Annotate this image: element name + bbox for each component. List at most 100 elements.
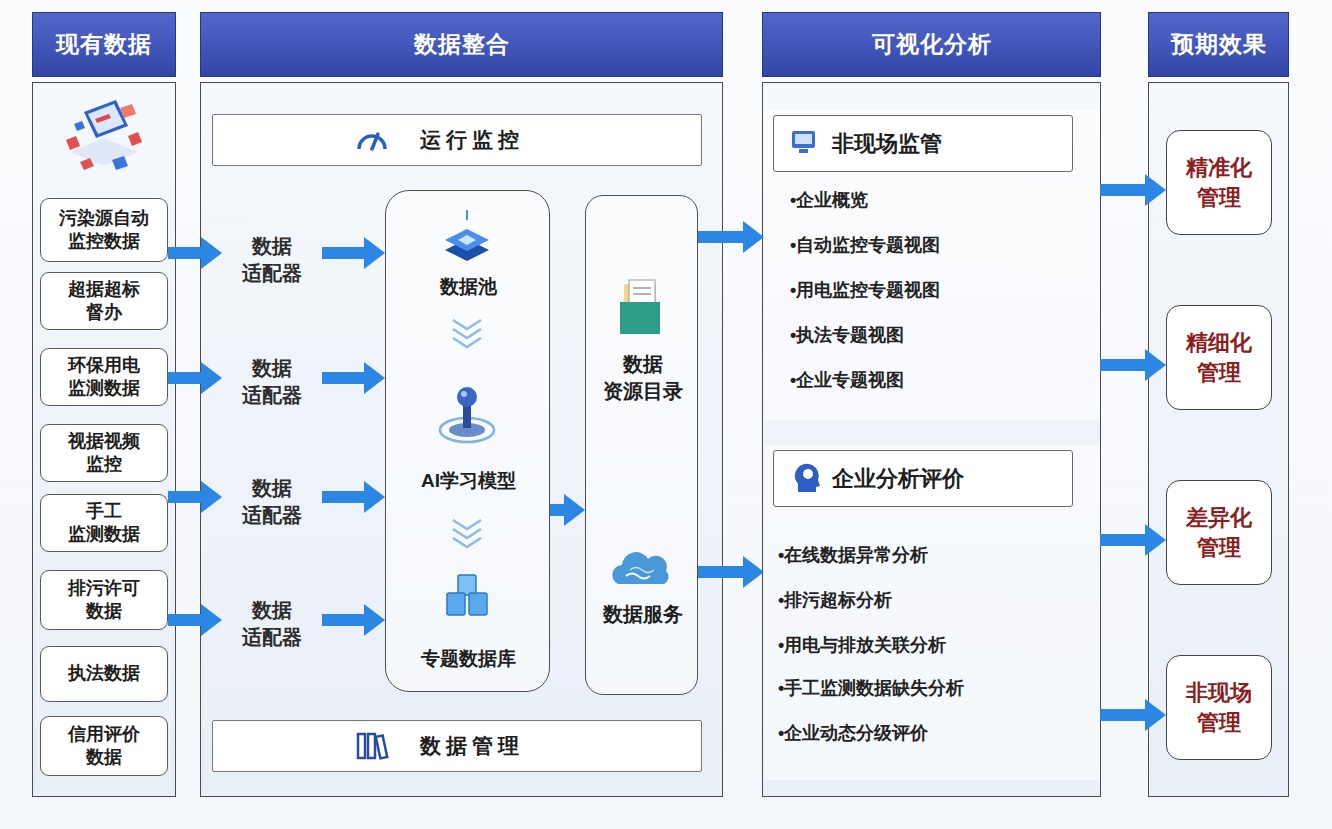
list-item: •排污超标分析 [778, 587, 1088, 613]
result-label: 精准化 管理 [1186, 153, 1252, 212]
doc-line [633, 293, 651, 295]
result-label: 非现场 管理 [1186, 678, 1252, 737]
source-label: 环保用电 监测数据 [68, 354, 140, 401]
stack-layer [445, 239, 489, 261]
cube [469, 593, 487, 615]
joystick-knob [457, 387, 477, 407]
adapter-node: 数据 适配器 [222, 470, 322, 534]
stack-icon [445, 210, 489, 261]
list-item: •执法专题视图 [790, 322, 1090, 348]
list-item: •企业专题视图 [790, 367, 1090, 393]
gauge-icon [359, 134, 385, 149]
illustration-base [70, 138, 138, 166]
list-item: •企业概览 [790, 187, 1090, 213]
process-label: 数据服务 [586, 600, 699, 628]
source-box: 手工 监测数据 [40, 494, 168, 552]
flow-arrow [322, 247, 364, 259]
list-item: •用电与排放关联分析 [778, 632, 1088, 658]
result-box: 精细化 管理 [1166, 305, 1272, 410]
analysis-section: 非现场监管•企业概览•自动监控专题视图•用电监控专题视图•执法专题视图•企业专题… [764, 110, 1100, 420]
monitor-stand [799, 149, 808, 153]
monitor-frame [792, 131, 815, 148]
gauge-arc [359, 136, 385, 149]
folder-front [620, 302, 660, 334]
illustration-shape [74, 121, 85, 131]
flow-arrow [322, 372, 364, 384]
chevron [453, 320, 481, 329]
bar-label: 运行监控 [420, 126, 524, 154]
list-item: •手工监测数据缺失分析 [778, 675, 1088, 701]
flow-arrow [168, 491, 201, 503]
source-label: 执法数据 [68, 662, 140, 685]
folder-paper [624, 284, 656, 320]
flow-arrow [168, 614, 201, 626]
book [358, 734, 365, 758]
illustration-shape [95, 114, 111, 123]
column-header: 可视化分析 [762, 12, 1101, 77]
chevron [453, 538, 481, 547]
stack-layer [445, 229, 489, 251]
joystick-stick [463, 400, 471, 428]
book [376, 735, 387, 758]
source-box: 排污许可 数据 [40, 570, 168, 630]
chevrons [453, 320, 481, 547]
source-label: 视据视频 监控 [68, 430, 140, 477]
analysis-section: 企业分析评价•在线数据异常分析•排污超标分析•用电与排放关联分析•手工监测数据缺… [764, 445, 1100, 780]
joystick-ring [440, 418, 494, 442]
joystick-base [449, 423, 485, 437]
stack-core [458, 235, 476, 245]
section-title: 企业分析评价 [773, 450, 1073, 507]
adapter-node: 数据 适配器 [222, 592, 322, 656]
illustration-screen [88, 104, 124, 134]
flow-arrow [1100, 359, 1145, 371]
flow-arrow [1100, 709, 1145, 721]
adapter-node: 数据 适配器 [222, 228, 322, 292]
cube [458, 575, 476, 595]
flow-arrow [322, 491, 364, 503]
flow-arrow [322, 614, 364, 626]
list-item: •企业动态分级评价 [778, 720, 1088, 746]
result-label: 差异化 管理 [1186, 503, 1252, 562]
cloud-wave [626, 574, 650, 579]
source-box: 执法数据 [40, 646, 168, 702]
source-box: 信用评价 数据 [40, 716, 168, 776]
illustration-shape [66, 136, 80, 150]
bar-label: 数据管理 [420, 732, 524, 760]
section-title: 非现场监管 [773, 115, 1073, 172]
head-shape [795, 464, 820, 492]
column-group: 数据整合运行监控数据 适配器数据 适配器数据 适配器数据 适配器数据池AI学习模… [200, 12, 723, 797]
function-bar: 运行监控 [212, 114, 702, 166]
column-group: 可视化分析非现场监管•企业概览•自动监控专题视图•用电监控专题视图•执法专题视图… [762, 12, 1101, 797]
column-header: 预期效果 [1148, 12, 1289, 77]
cloud-icon [612, 552, 668, 584]
source-box: 污染源自动 监控数据 [40, 198, 168, 262]
source-box: 超据超标 督办 [40, 272, 168, 330]
flow-arrow [550, 504, 564, 516]
book [368, 734, 375, 758]
source-box: 环保用电 监测数据 [40, 348, 168, 406]
column-group: 预期效果精准化 管理精细化 管理差异化 管理非现场 管理 [1148, 12, 1289, 797]
flow-arrow [168, 247, 201, 259]
illustration-shape [112, 156, 128, 170]
process-label: 专题数据库 [386, 645, 551, 673]
illustration-shape [120, 104, 136, 118]
edge-group [168, 190, 1145, 715]
column-group: 现有数据污染源自动 监控数据超据超标 督办环保用电 监测数据视据视频 监控手工 … [32, 12, 176, 797]
source-label: 排污许可 数据 [68, 577, 140, 624]
column-header: 数据整合 [200, 12, 723, 77]
source-label: 污染源自动 监控数据 [59, 207, 149, 254]
cloud-shape [612, 552, 668, 584]
joystick-icon [440, 387, 494, 442]
joystick-highlight [461, 391, 467, 397]
process-box: 数据池AI学习模型专题数据库 [385, 190, 550, 692]
source-label: 超据超标 督办 [68, 278, 140, 325]
result-box: 差异化 管理 [1166, 480, 1272, 585]
flow-arrow [168, 372, 201, 384]
result-label: 精细化 管理 [1186, 328, 1252, 387]
column-header: 现有数据 [32, 12, 176, 77]
process-label: 数据 资源目录 [600, 348, 685, 408]
chevron [453, 338, 481, 347]
flow-arrow [1100, 534, 1145, 546]
chevron [453, 529, 481, 538]
